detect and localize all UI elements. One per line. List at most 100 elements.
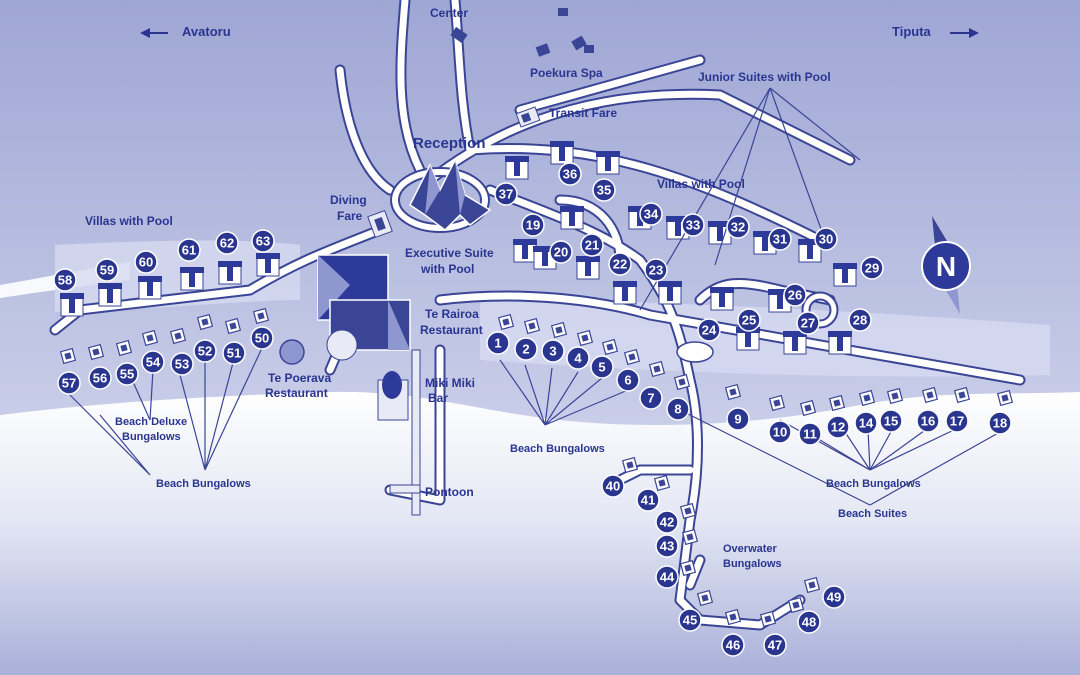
- bungalow-hut[interactable]: [680, 503, 696, 519]
- bungalow-hut[interactable]: [922, 387, 938, 403]
- bungalow-hut[interactable]: [197, 314, 213, 330]
- unit-marker-6[interactable]: 6: [616, 368, 640, 392]
- unit-marker-18[interactable]: 18: [988, 411, 1012, 435]
- bungalow-hut[interactable]: [498, 314, 514, 330]
- unit-marker-circle[interactable]: [639, 202, 663, 226]
- unit-marker-14[interactable]: 14: [854, 411, 878, 435]
- unit-marker-48[interactable]: 48: [797, 610, 821, 634]
- unit-marker-24[interactable]: 24: [697, 318, 721, 342]
- unit-marker-63[interactable]: 63: [251, 229, 275, 253]
- unit-marker-37[interactable]: 37: [494, 182, 518, 206]
- unit-marker-circle[interactable]: [655, 534, 679, 558]
- unit-marker-47[interactable]: 47: [763, 633, 787, 657]
- unit-marker-circle[interactable]: [848, 308, 872, 332]
- bungalow-hut[interactable]: [954, 387, 970, 403]
- bungalow-hut[interactable]: [725, 609, 741, 625]
- unit-marker-circle[interactable]: [763, 633, 787, 657]
- villa-building-24[interactable]: [709, 286, 735, 311]
- unit-marker-30[interactable]: 30: [814, 227, 838, 251]
- unit-marker-circle[interactable]: [655, 510, 679, 534]
- unit-marker-1[interactable]: 1: [486, 331, 510, 355]
- unit-marker-circle[interactable]: [814, 227, 838, 251]
- unit-marker-21[interactable]: 21: [580, 233, 604, 257]
- villa-building-59[interactable]: [97, 282, 123, 307]
- unit-marker-28[interactable]: 28: [848, 308, 872, 332]
- villa-building-61[interactable]: [179, 266, 205, 291]
- unit-marker-circle[interactable]: [796, 311, 820, 335]
- unit-marker-42[interactable]: 42: [655, 510, 679, 534]
- unit-marker-circle[interactable]: [616, 368, 640, 392]
- bungalow-hut[interactable]: [60, 348, 76, 364]
- unit-marker-circle[interactable]: [95, 258, 119, 282]
- unit-marker-55[interactable]: 55: [115, 362, 139, 386]
- bungalow-hut[interactable]: [800, 400, 816, 416]
- unit-marker-circle[interactable]: [541, 339, 565, 363]
- bungalow-hut[interactable]: [697, 590, 713, 606]
- unit-marker-circle[interactable]: [222, 341, 246, 365]
- unit-marker-15[interactable]: 15: [879, 409, 903, 433]
- bungalow-hut[interactable]: [170, 328, 186, 344]
- bungalow-hut[interactable]: [225, 318, 241, 334]
- bungalow-hut[interactable]: [524, 318, 540, 334]
- unit-marker-circle[interactable]: [655, 565, 679, 589]
- unit-marker-circle[interactable]: [726, 215, 750, 239]
- unit-marker-circle[interactable]: [797, 610, 821, 634]
- unit-marker-circle[interactable]: [681, 213, 705, 237]
- unit-marker-circle[interactable]: [636, 488, 660, 512]
- unit-marker-8[interactable]: 8: [666, 397, 690, 421]
- unit-marker-circle[interactable]: [193, 339, 217, 363]
- unit-marker-33[interactable]: 33: [681, 213, 705, 237]
- unit-marker-circle[interactable]: [737, 308, 761, 332]
- bungalow-hut[interactable]: [654, 475, 670, 491]
- unit-marker-circle[interactable]: [768, 420, 792, 444]
- unit-marker-40[interactable]: 40: [601, 474, 625, 498]
- bungalow-hut[interactable]: [624, 349, 640, 365]
- unit-marker-23[interactable]: 23: [644, 258, 668, 282]
- unit-marker-29[interactable]: 29: [860, 256, 884, 280]
- unit-marker-circle[interactable]: [721, 633, 745, 657]
- unit-marker-62[interactable]: 62: [215, 231, 239, 255]
- unit-marker-57[interactable]: 57: [57, 371, 81, 395]
- bungalow-hut[interactable]: [253, 308, 269, 324]
- unit-marker-43[interactable]: 43: [655, 534, 679, 558]
- unit-marker-2[interactable]: 2: [514, 337, 538, 361]
- unit-marker-circle[interactable]: [945, 409, 969, 433]
- unit-marker-51[interactable]: 51: [222, 341, 246, 365]
- unit-marker-circle[interactable]: [566, 346, 590, 370]
- unit-marker-44[interactable]: 44: [655, 565, 679, 589]
- unit-marker-60[interactable]: 60: [134, 250, 158, 274]
- unit-marker-circle[interactable]: [822, 585, 846, 609]
- unit-marker-26[interactable]: 26: [783, 283, 807, 307]
- unit-marker-circle[interactable]: [549, 240, 573, 264]
- bungalow-hut[interactable]: [725, 384, 741, 400]
- unit-marker-circle[interactable]: [170, 352, 194, 376]
- unit-marker-circle[interactable]: [177, 238, 201, 262]
- villa-building-28[interactable]: [827, 330, 853, 355]
- te-poerava-restaurant-building[interactable]: [279, 254, 411, 365]
- unit-marker-41[interactable]: 41: [636, 488, 660, 512]
- unit-marker-circle[interactable]: [860, 256, 884, 280]
- villa-building-23[interactable]: [657, 280, 683, 305]
- unit-marker-32[interactable]: 32: [726, 215, 750, 239]
- unit-marker-9[interactable]: 9: [726, 407, 750, 431]
- bungalow-hut[interactable]: [769, 395, 785, 411]
- villa-building-22[interactable]: [612, 280, 638, 305]
- bungalow-hut[interactable]: [760, 611, 776, 627]
- unit-marker-61[interactable]: 61: [177, 238, 201, 262]
- unit-marker-circle[interactable]: [639, 386, 663, 410]
- unit-marker-circle[interactable]: [608, 252, 632, 276]
- unit-marker-36[interactable]: 36: [558, 162, 582, 186]
- unit-marker-35[interactable]: 35: [592, 178, 616, 202]
- unit-marker-circle[interactable]: [486, 331, 510, 355]
- unit-marker-4[interactable]: 4: [566, 346, 590, 370]
- unit-marker-46[interactable]: 46: [721, 633, 745, 657]
- unit-marker-50[interactable]: 50: [250, 326, 274, 350]
- bungalow-hut[interactable]: [829, 395, 845, 411]
- unit-marker-16[interactable]: 16: [916, 409, 940, 433]
- unit-marker-12[interactable]: 12: [826, 415, 850, 439]
- unit-marker-17[interactable]: 17: [945, 409, 969, 433]
- unit-marker-circle[interactable]: [826, 415, 850, 439]
- unit-marker-53[interactable]: 53: [170, 352, 194, 376]
- unit-marker-circle[interactable]: [879, 409, 903, 433]
- unit-marker-circle[interactable]: [601, 474, 625, 498]
